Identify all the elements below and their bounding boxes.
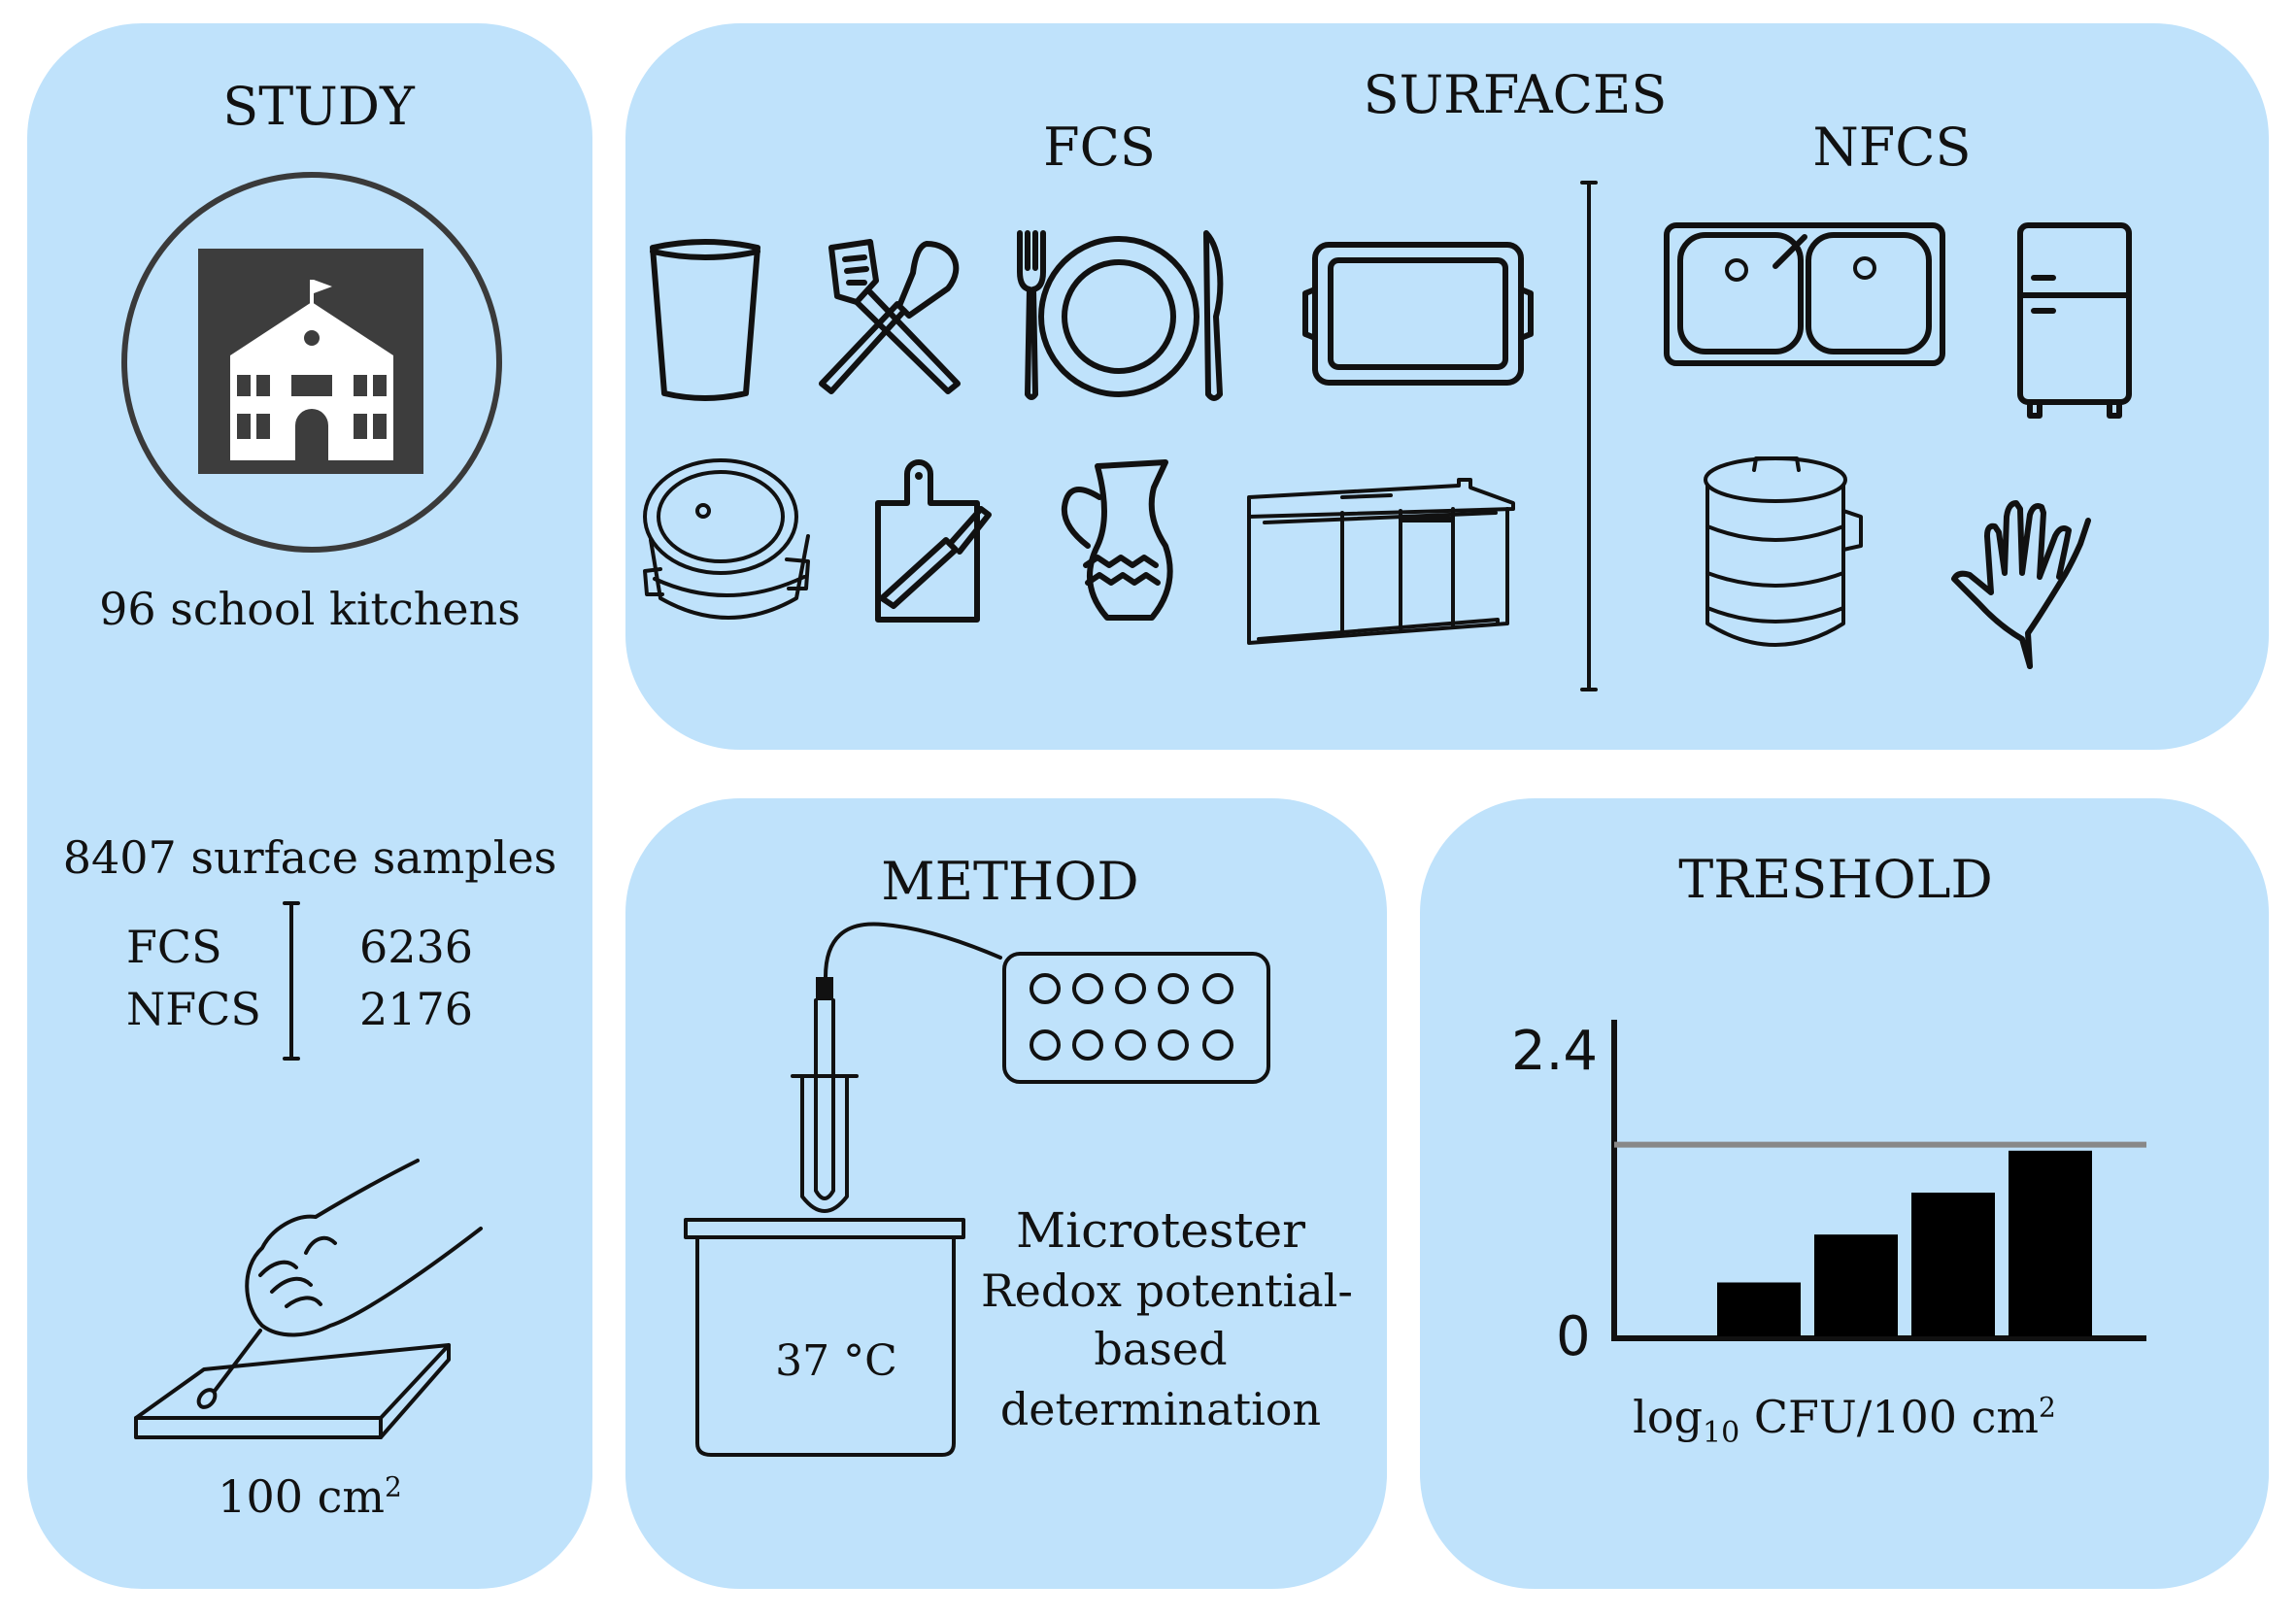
nfcs-row-value: 2176 (359, 983, 474, 1035)
threshold-panel (1420, 798, 2269, 1589)
method-desc-line1: Redox potential- (981, 1264, 1353, 1317)
fcs-row-label: FCS (126, 921, 222, 973)
pot-icon (643, 458, 810, 620)
threshold-chart (1611, 1020, 2146, 1341)
plate-cutlery-icon (1017, 230, 1224, 401)
swab-hand-icon (134, 1159, 483, 1439)
hand-icon (1951, 500, 2091, 669)
nfcs-row-label: NFCS (126, 983, 261, 1035)
tray-icon (1302, 242, 1534, 386)
x-axis-unit: log10 CFU/100 cm2 (1420, 1391, 2269, 1450)
cup-icon (650, 239, 760, 401)
device-name: Microtester (1015, 1202, 1306, 1259)
sample-divider (283, 901, 300, 1061)
fridge-icon (2017, 222, 2132, 419)
x-axis-unit-subscript: 10 (1703, 1416, 1740, 1451)
fcs-row-value: 6236 (359, 921, 474, 973)
incubation-temp: 37 °C (775, 1336, 897, 1386)
surfaces-title: SURFACES (1363, 64, 1668, 125)
jug-icon (1061, 459, 1173, 621)
study-title: STUDY (222, 76, 415, 137)
bar-2 (1814, 1234, 1898, 1336)
method-desc-line3: determination (999, 1383, 1322, 1435)
bar-4 (2009, 1150, 2092, 1336)
method-panel (625, 798, 1387, 1589)
utensils-icon (819, 239, 961, 394)
method-title: METHOD (881, 851, 1139, 912)
swab-area-exponent: 2 (384, 1470, 402, 1503)
sink-icon (1664, 222, 1945, 366)
nfcs-label: NFCS (1812, 117, 1972, 178)
counter-icon (1247, 478, 1515, 645)
threshold-title: TRESHOLD (1678, 849, 1993, 910)
swab-area-value: 100 cm (218, 1470, 385, 1523)
y-tick-top: 2.4 (1511, 1020, 1599, 1083)
x-axis-unit-prefix: log (1633, 1391, 1704, 1443)
y-tick-zero: 0 (1556, 1305, 1591, 1368)
microtester-apparatus-icon (684, 922, 1270, 1457)
method-desc-line2: based (1094, 1323, 1228, 1375)
swab-area: 100 cm2 (27, 1470, 592, 1523)
bar-3 (1911, 1193, 1995, 1336)
fcs-label: FCS (1043, 117, 1156, 178)
samples-count: 8407 surface samples (62, 831, 557, 884)
cutting-board-icon (875, 459, 992, 623)
x-axis-unit-exponent: 2 (2039, 1391, 2056, 1424)
kitchens-count: 96 school kitchens (99, 583, 521, 635)
bin-icon (1704, 456, 1863, 647)
school-icon (121, 172, 502, 553)
surface-divider (1580, 181, 1598, 691)
bar-1 (1717, 1282, 1801, 1336)
x-axis-unit-rest: CFU/100 cm (1739, 1391, 2040, 1443)
